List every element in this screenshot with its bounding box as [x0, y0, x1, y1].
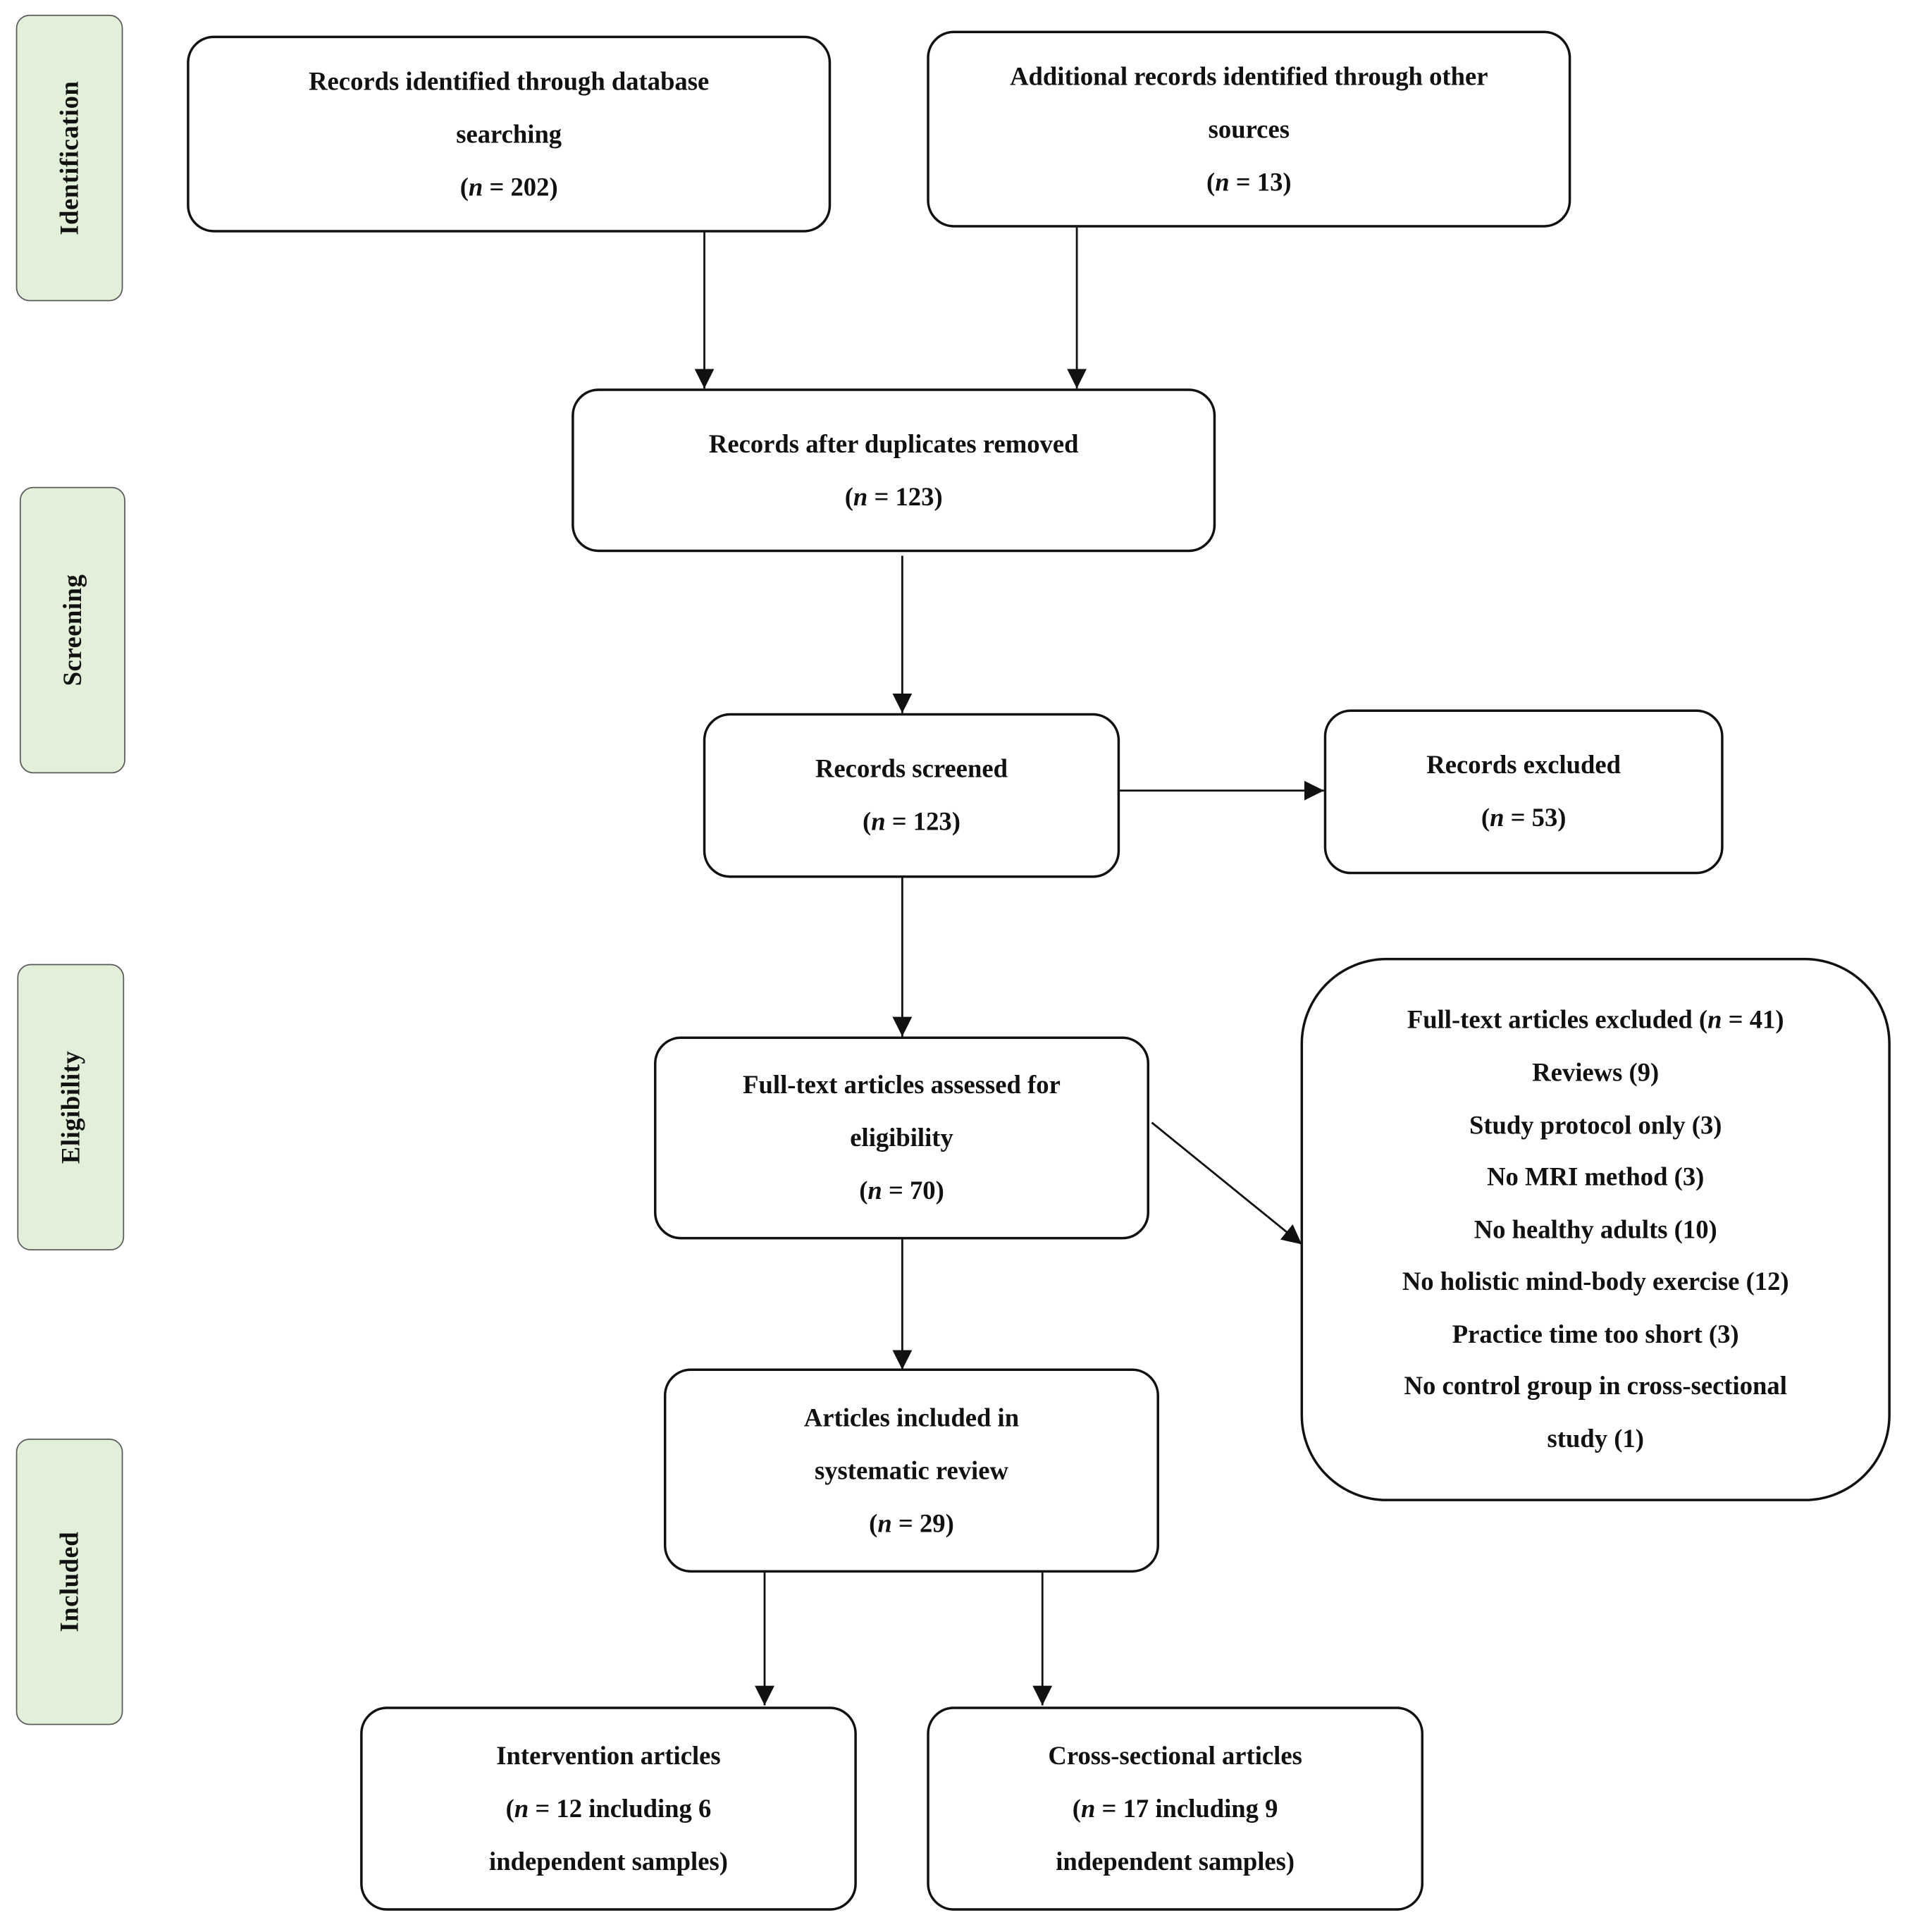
fulltext-line1: Full-text articles assessed for [743, 1069, 1061, 1100]
intervention-line1: Intervention articles [496, 1740, 721, 1771]
stage-eligibility: Eligibility [17, 964, 125, 1251]
box-duplicates-removed: Records after duplicates removed (n = 12… [572, 388, 1216, 553]
exclusion-reason: Practice time too short (3) [1452, 1319, 1739, 1349]
intervention-count: (n = 12 including 6 [505, 1793, 712, 1823]
screened-count: (n = 123) [862, 806, 960, 837]
exclusion-reason: No MRI method (3) [1487, 1162, 1705, 1192]
box-other-sources: Additional records identified through ot… [927, 30, 1571, 228]
other-line1: Additional records identified through ot… [1010, 61, 1488, 91]
stage-screening: Screening [19, 486, 125, 774]
excluded-line1: Records excluded [1426, 750, 1621, 780]
stage-identification: Identification [16, 14, 123, 302]
stage-screening-label: Screening [57, 574, 87, 687]
stage-included-label: Included [54, 1531, 84, 1632]
exclusion-reason: Study protocol only (3) [1469, 1109, 1722, 1140]
fulltext-excluded-title: Full-text articles excluded (n = 41) [1407, 1004, 1784, 1035]
box-fulltext-excluded: Full-text articles excluded (n = 41) Rev… [1300, 957, 1891, 1501]
cross-sectional-count: (n = 17 including 9 [1072, 1793, 1278, 1823]
stage-identification-label: Identification [54, 80, 84, 235]
cross-sectional-line1: Cross-sectional articles [1048, 1740, 1302, 1771]
fulltext-line2: eligibility [850, 1122, 953, 1152]
box-database-records: Records identified through database sear… [187, 35, 832, 233]
database-line1: Records identified through database [309, 66, 710, 96]
exclusion-reason: No holistic mind-body exercise (12) [1402, 1267, 1789, 1297]
stage-included: Included [16, 1438, 123, 1725]
exclusion-reason: No healthy adults (10) [1474, 1214, 1717, 1244]
exclusion-reason: study (1) [1547, 1424, 1644, 1454]
database-line2: searching [456, 118, 562, 149]
duplicates-line1: Records after duplicates removed [708, 428, 1079, 458]
screened-line1: Records screened [815, 753, 1008, 784]
excluded-count: (n = 53) [1481, 803, 1567, 832]
fulltext-count: (n = 70) [859, 1175, 944, 1205]
other-count: (n = 13) [1206, 166, 1292, 197]
box-records-screened: Records screened (n = 123) [703, 713, 1120, 878]
arrow-fulltext-to-excluded [1151, 1121, 1303, 1245]
exclusion-reason: Reviews (9) [1532, 1057, 1660, 1087]
other-line2: sources [1208, 113, 1290, 144]
included-line2: systematic review [814, 1455, 1008, 1485]
box-fulltext-assessed: Full-text articles assessed for eligibil… [654, 1036, 1150, 1240]
duplicates-count: (n = 123) [844, 481, 943, 511]
box-included-review: Articles included in systematic review (… [663, 1368, 1159, 1573]
cross-sectional-line3: independent samples) [1056, 1846, 1295, 1876]
included-count: (n = 29) [869, 1508, 954, 1538]
box-intervention-articles: Intervention articles (n = 12 including … [360, 1706, 857, 1911]
included-line1: Articles included in [803, 1402, 1020, 1432]
exclusion-reason: No control group in cross-sectional [1404, 1371, 1787, 1401]
intervention-line3: independent samples) [489, 1846, 728, 1876]
box-records-excluded: Records excluded (n = 53) [1323, 709, 1724, 875]
stage-eligibility-label: Eligibility [55, 1050, 85, 1164]
database-count: (n = 202) [459, 171, 558, 202]
box-cross-sectional-articles: Cross-sectional articles (n = 17 includi… [927, 1706, 1424, 1911]
